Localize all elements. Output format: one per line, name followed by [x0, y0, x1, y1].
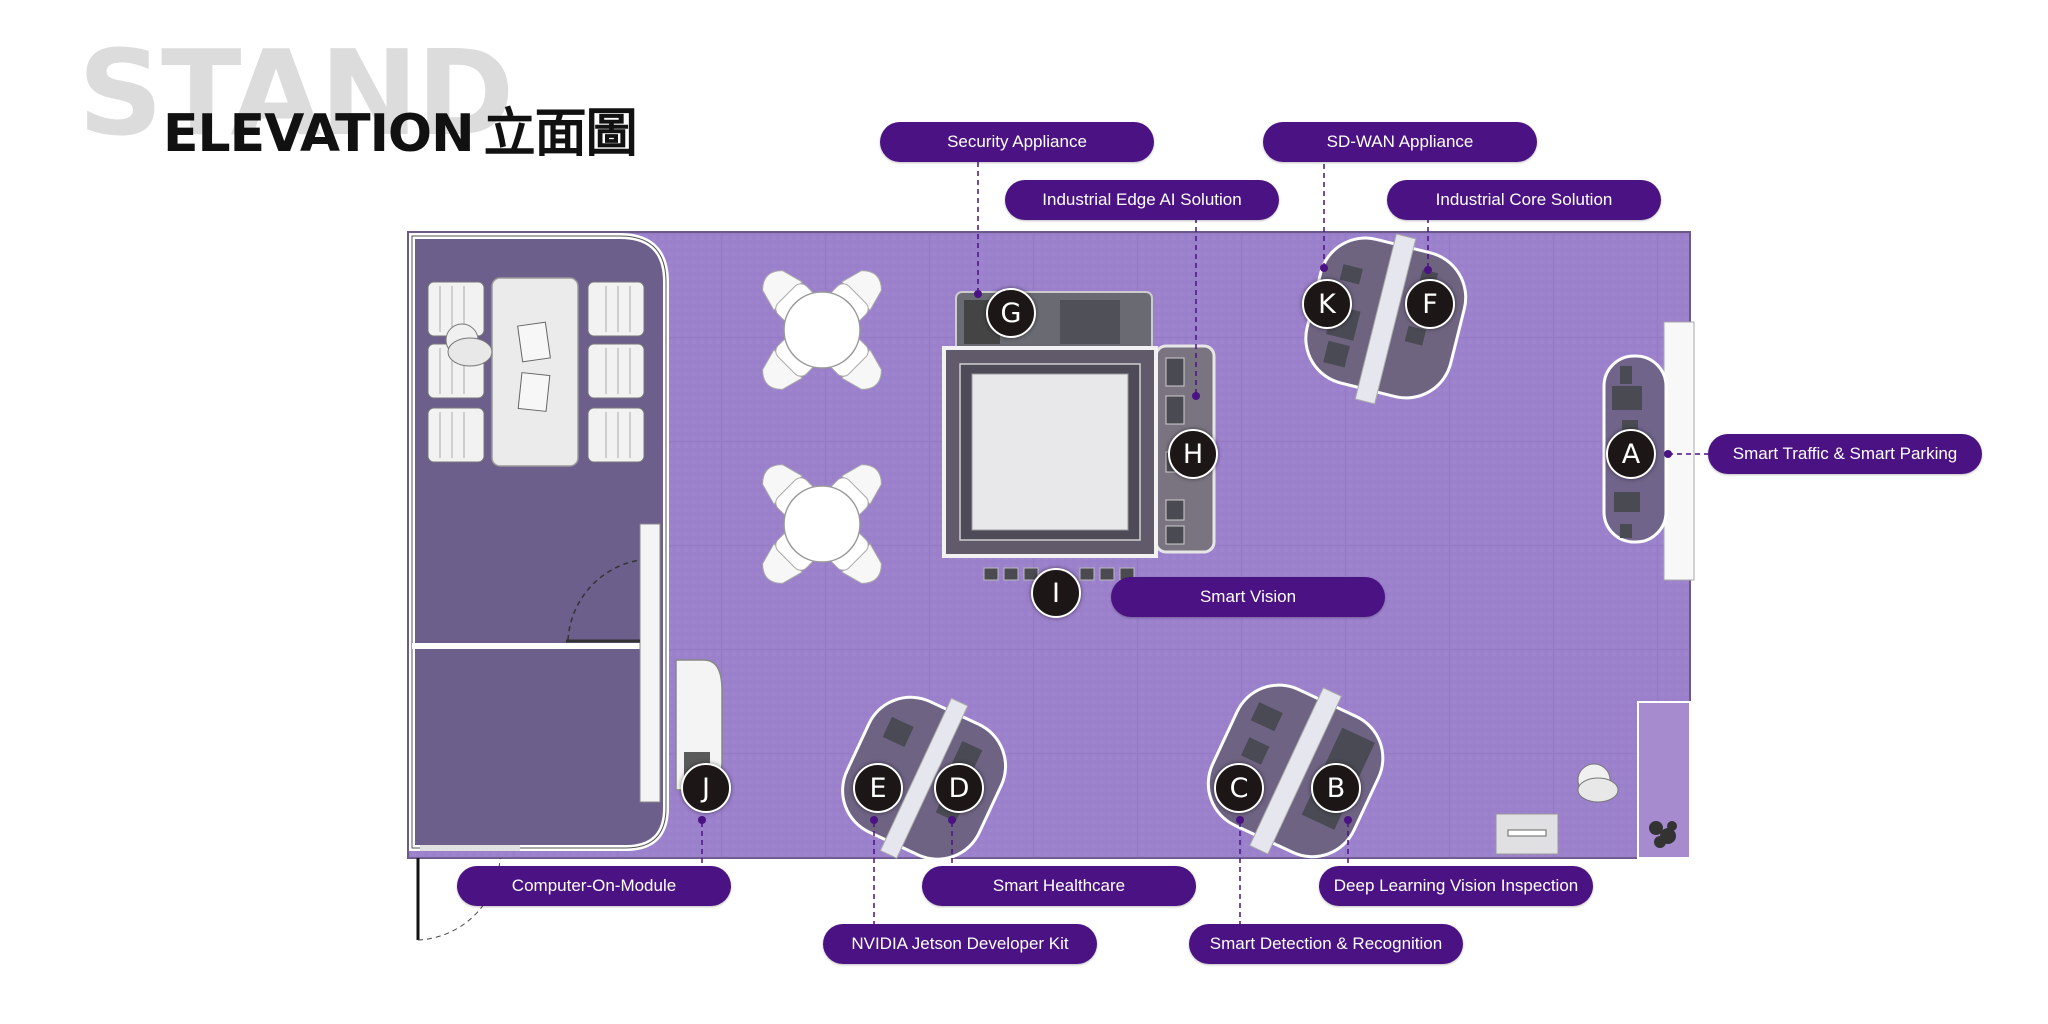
storage-counter	[1495, 701, 1691, 859]
kiosk-k-f	[1304, 233, 1468, 405]
label-industrial-edge-ai-solution[interactable]: Industrial Edge AI Solution	[1005, 180, 1279, 220]
title-text: ELEVATION	[163, 104, 475, 164]
cafe-table-top	[752, 260, 892, 400]
marker-b[interactable]: B	[1311, 763, 1361, 813]
label-smart-detection-recognition[interactable]: Smart Detection & Recognition	[1189, 924, 1463, 964]
marker-c[interactable]: C	[1214, 763, 1264, 813]
leader-lines	[701, 162, 1708, 924]
central-display-tower	[942, 291, 1216, 581]
label-deep-learning-vision-inspection[interactable]: Deep Learning Vision Inspection	[1319, 866, 1593, 906]
label-smart-healthcare[interactable]: Smart Healthcare	[922, 866, 1196, 906]
label-sd-wan-appliance[interactable]: SD-WAN Appliance	[1263, 122, 1537, 162]
label-nvidia-jetson-developer-kit[interactable]: NVIDIA Jetson Developer Kit	[823, 924, 1097, 964]
marker-a[interactable]: A	[1606, 429, 1656, 479]
label-computer-on-module[interactable]: Computer-On-Module	[457, 866, 731, 906]
marker-k[interactable]: K	[1302, 279, 1352, 329]
marker-i[interactable]: I	[1031, 568, 1081, 618]
meeting-room	[409, 233, 669, 941]
marker-h[interactable]: H	[1168, 429, 1218, 479]
marker-e[interactable]: E	[853, 763, 903, 813]
marker-g[interactable]: G	[986, 288, 1036, 338]
label-industrial-core-solution[interactable]: Industrial Core Solution	[1387, 180, 1661, 220]
label-smart-traffic-parking[interactable]: Smart Traffic & Smart Parking	[1708, 434, 1982, 474]
marker-j[interactable]: J	[681, 763, 731, 813]
marker-d[interactable]: D	[934, 763, 984, 813]
label-smart-vision[interactable]: Smart Vision	[1111, 577, 1385, 617]
label-security-appliance[interactable]: Security Appliance	[880, 122, 1154, 162]
title-cjk-text: 立面圖	[483, 104, 638, 164]
leader-dots	[698, 264, 1672, 824]
cafe-table-bottom	[752, 454, 892, 594]
marker-f[interactable]: F	[1405, 279, 1455, 329]
stand-watermark: STAND	[78, 24, 514, 162]
